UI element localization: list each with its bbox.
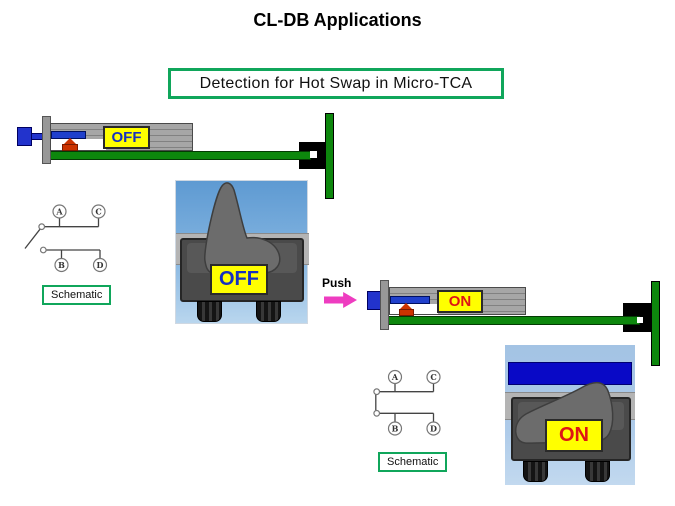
on-state-label: ON <box>437 290 483 313</box>
on-photo-pin-right <box>585 461 610 482</box>
terminal-d: D <box>97 260 104 270</box>
on-plunger-knob <box>367 291 381 310</box>
on-contact-base <box>399 309 414 316</box>
off-contact-base <box>62 144 78 151</box>
off-photo-pin-left <box>197 301 222 322</box>
schematic-off-caption: Schematic <box>42 285 112 305</box>
terminal-a: A <box>391 372 399 382</box>
page-title: CL-DB Applications <box>253 10 422 30</box>
push-arrow-icon <box>324 292 357 308</box>
subtitle-text: Detection for Hot Swap in Micro-TCA <box>199 74 473 92</box>
terminal-a: A <box>55 206 63 216</box>
on-pcb-bar <box>385 316 640 325</box>
on-photo: ON <box>505 345 635 485</box>
schematic-off-drawing: A C B D <box>24 204 108 273</box>
off-photo-state-text: OFF <box>219 268 259 290</box>
on-photo-pin-left <box>523 461 548 482</box>
on-housing-cutout <box>390 304 438 314</box>
subtitle-banner: Detection for Hot Swap in Micro-TCA <box>168 68 504 99</box>
off-photo: OFF <box>175 180 309 324</box>
on-connector-gap <box>637 317 643 323</box>
terminal-b: B <box>58 260 65 270</box>
off-housing-cutout <box>51 139 106 150</box>
off-state-label: OFF <box>103 126 150 149</box>
terminal-d: D <box>430 423 437 433</box>
schematic-on-drawing: A C B D <box>373 369 441 436</box>
off-photo-pin-right <box>256 301 281 322</box>
off-photo-state-label: OFF <box>210 264 268 295</box>
on-photo-card-edge <box>508 362 632 385</box>
off-contact-tip <box>64 138 76 144</box>
terminal-c: C <box>430 372 436 382</box>
terminal-b: B <box>392 423 399 433</box>
on-state-text: ON <box>448 293 472 310</box>
on-contact-tip <box>400 303 412 309</box>
schematic-on-caption: Schematic <box>378 452 448 472</box>
off-plunger-knob <box>17 127 32 146</box>
off-photo-lever <box>204 182 281 275</box>
off-backplane-board <box>325 113 334 199</box>
terminal-c: C <box>95 206 101 216</box>
on-photo-state-text: ON <box>559 424 589 446</box>
switch-lever-open <box>24 228 41 249</box>
on-backplane-board <box>651 281 660 366</box>
on-photo-state-label: ON <box>545 419 603 452</box>
push-label: Push <box>322 276 352 290</box>
off-pcb-bar <box>47 151 311 160</box>
off-state-text: OFF <box>111 129 142 146</box>
on-face-plate <box>380 280 389 330</box>
off-connector-gap <box>310 151 317 158</box>
